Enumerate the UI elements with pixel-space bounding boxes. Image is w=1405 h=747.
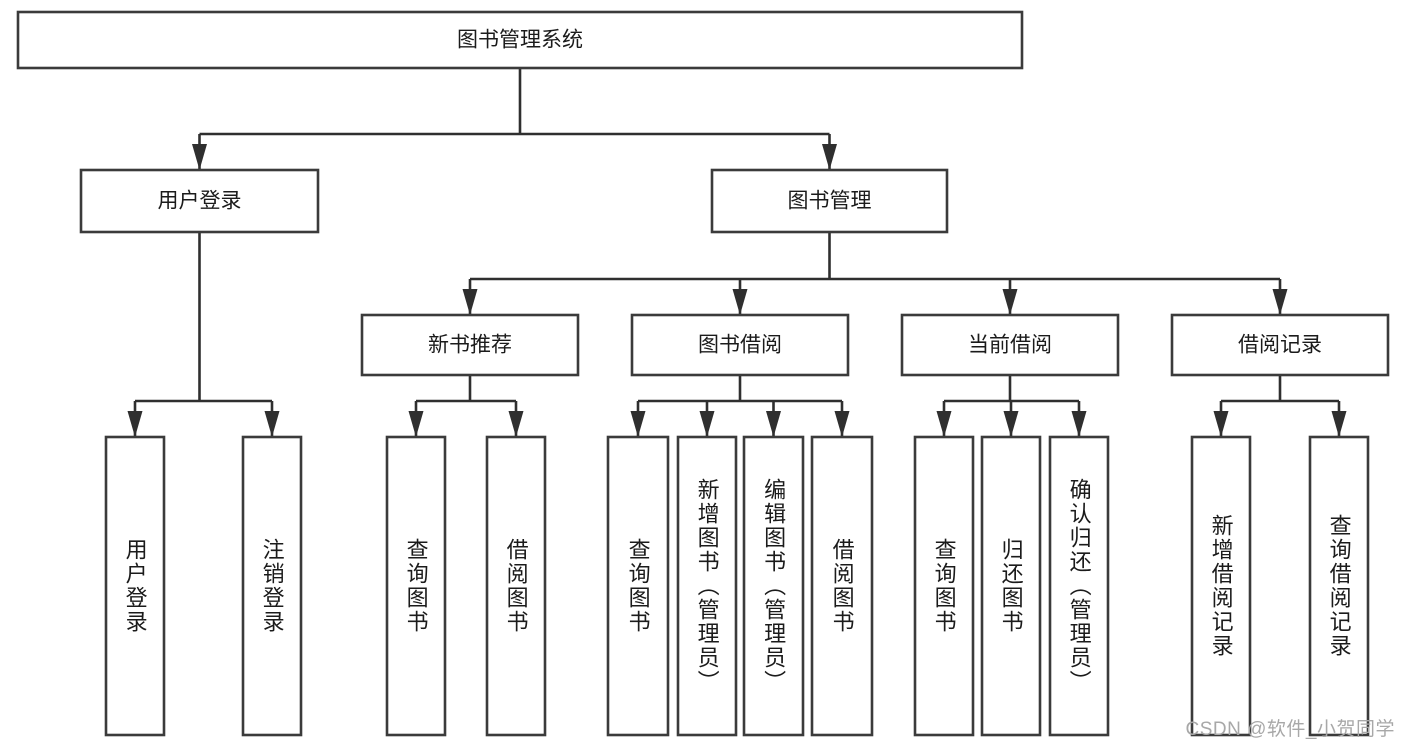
- arrow-head-icon: [508, 411, 524, 437]
- node-box-user-login[interactable]: [79, 168, 320, 234]
- node-box-leaf-query-borrow-record[interactable]: [1308, 435, 1370, 737]
- node-box-book-borrow[interactable]: [630, 313, 850, 377]
- arrow-head-icon: [1331, 411, 1347, 437]
- node-label-borrow-record: 借阅记录: [1238, 334, 1322, 357]
- node-box-leaf-return-book[interactable]: [980, 435, 1042, 737]
- arrow-head-icon: [822, 144, 837, 170]
- node-box-leaf-add-book[interactable]: [676, 435, 738, 737]
- node-box-root[interactable]: [16, 10, 1024, 70]
- node-box-leaf-borrow-book-recommend[interactable]: [485, 435, 547, 737]
- edge-layer: [127, 68, 1347, 437]
- arrow-head-icon: [1213, 411, 1229, 437]
- arrow-head-icon: [732, 289, 748, 315]
- node-box-leaf-query-book-current[interactable]: [913, 435, 975, 737]
- arrow-head-icon: [1002, 289, 1018, 315]
- node-box-leaf-logout[interactable]: [241, 435, 303, 737]
- arrow-head-icon: [936, 411, 952, 437]
- arrow-head-icon: [462, 289, 478, 315]
- node-box-borrow-record[interactable]: [1170, 313, 1390, 377]
- node-box-leaf-edit-book[interactable]: [742, 435, 805, 737]
- node-box-book-manage[interactable]: [710, 168, 949, 234]
- node-label-book-manage: 图书管理: [788, 190, 872, 213]
- arrow-head-icon: [1071, 411, 1087, 437]
- arrow-head-icon: [1003, 411, 1019, 437]
- arrow-head-icon: [264, 411, 280, 437]
- arrow-head-icon: [192, 144, 207, 170]
- arrow-head-icon: [699, 411, 715, 437]
- node-box-leaf-query-book-recommend[interactable]: [385, 435, 447, 737]
- node-box-current-borrow[interactable]: [900, 313, 1120, 377]
- arrow-head-icon: [1272, 289, 1288, 315]
- arrow-head-icon: [408, 411, 424, 437]
- node-box-leaf-borrow-book[interactable]: [810, 435, 874, 737]
- node-label-current-borrow: 当前借阅: [968, 334, 1052, 357]
- node-label-user-login: 用户登录: [158, 190, 242, 213]
- node-box-new-book-recommend[interactable]: [360, 313, 580, 377]
- node-box-leaf-add-borrow-record[interactable]: [1190, 435, 1252, 737]
- node-box-leaf-query-book-borrow[interactable]: [606, 435, 670, 737]
- node-label-new-book-recommend: 新书推荐: [428, 334, 512, 357]
- watermark-text: CSDN @软件_小贺同学: [1185, 719, 1395, 740]
- arrow-head-icon: [630, 411, 646, 437]
- node-label-book-borrow: 图书借阅: [698, 334, 782, 357]
- node-box-leaf-confirm-return[interactable]: [1048, 435, 1110, 737]
- node-box-leaf-user-login[interactable]: [104, 435, 166, 737]
- node-label-root: 图书管理系统: [457, 29, 583, 52]
- arrow-head-icon: [834, 411, 850, 437]
- arrow-head-icon: [127, 411, 143, 437]
- arrow-head-icon: [766, 411, 781, 437]
